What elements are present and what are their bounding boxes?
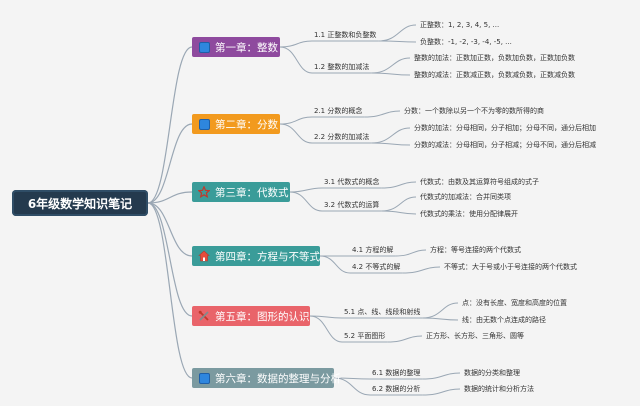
connector — [319, 255, 351, 274]
leaf-text[interactable]: 整数的加法：正数加正数，负数加负数，正数加负数 — [414, 54, 575, 62]
connector — [147, 202, 193, 257]
connector — [387, 335, 423, 343]
connector — [364, 110, 401, 118]
connector — [333, 377, 371, 396]
connector — [422, 388, 461, 396]
section-label[interactable]: 6.2 数据的分析 — [372, 385, 421, 393]
connector — [289, 187, 323, 193]
section-label[interactable]: 3.1 代数式的概念 — [324, 178, 380, 186]
leaf-text[interactable]: 数据的分类和整理 — [464, 369, 520, 377]
connector — [422, 317, 459, 321]
connector — [371, 57, 411, 74]
section-label[interactable]: 1.2 整数的加减法 — [314, 63, 370, 71]
section-label[interactable]: 6.1 数据的整理 — [372, 369, 421, 377]
leaf-text[interactable]: 方程：等号连接的两个代数式 — [430, 246, 521, 254]
blue-square-icon — [198, 372, 210, 384]
connector — [422, 372, 461, 380]
connector — [147, 123, 193, 204]
connector — [381, 181, 417, 189]
leaf-text[interactable]: 正方形、长方形、三角形、圆等 — [426, 332, 524, 340]
leaf-text[interactable]: 代数式的乘法：使用分配律展开 — [420, 210, 518, 218]
section-label[interactable]: 5.2 平面图形 — [344, 332, 386, 340]
chapter-label: 第二章：分数 — [215, 118, 278, 131]
chapter-node-4[interactable]: 第四章：方程与不等式 — [192, 246, 320, 266]
chapter-label: 第五章：图形的认识 — [215, 310, 310, 323]
leaf-text[interactable]: 线：由无数个点连成的路径 — [462, 316, 546, 324]
connector — [402, 266, 441, 274]
connector — [279, 123, 313, 144]
connector — [309, 315, 343, 343]
connector — [381, 196, 417, 212]
connector — [378, 24, 417, 42]
connector — [147, 202, 193, 317]
leaf-text[interactable]: 分数的减法：分母相同，分子相减；分母不同，通分后相减 — [414, 141, 596, 149]
connector — [422, 302, 459, 319]
leaf-text[interactable]: 分数的加法：分母相同，分子相加；分母不同，通分后相加 — [414, 124, 596, 132]
chapter-node-2[interactable]: 第二章：分数 — [192, 114, 280, 134]
chapter-label: 第三章：代数式 — [215, 186, 289, 199]
connector — [147, 46, 193, 204]
chapter-node-3[interactable]: 第三章：代数式 — [192, 182, 290, 202]
house-icon — [198, 250, 210, 262]
leaf-text[interactable]: 整数的减法：正数减正数，负数减负数，正数减负数 — [414, 71, 575, 79]
connector — [279, 116, 313, 125]
section-label[interactable]: 4.2 不等式的解 — [352, 263, 401, 271]
leaf-text[interactable]: 代数式的加减法：合并同类项 — [420, 193, 511, 201]
star-icon — [198, 186, 210, 198]
connector — [279, 40, 313, 48]
connector — [395, 249, 427, 257]
section-label[interactable]: 2.2 分数的加减法 — [314, 133, 370, 141]
chapter-label: 第一章：整数 — [215, 41, 278, 54]
section-label[interactable]: 1.1 正整数和负整数 — [314, 31, 377, 39]
section-label[interactable]: 2.1 分数的概念 — [314, 107, 363, 115]
leaf-text[interactable]: 代数式：由数及其运算符号组成的式子 — [420, 178, 539, 186]
connector — [381, 210, 417, 215]
leaf-text[interactable]: 点：没有长度、宽度和高度的位置 — [462, 299, 567, 307]
connector — [147, 202, 193, 379]
leaf-text[interactable]: 负整数：-1, -2, -3, -4, -5, ... — [420, 38, 512, 46]
section-label[interactable]: 3.2 代数式的运算 — [324, 201, 380, 209]
connector — [289, 191, 323, 212]
leaf-text[interactable]: 数据的统计和分析方法 — [464, 385, 534, 393]
connector — [371, 72, 411, 76]
section-label[interactable]: 5.1 点、线、线段和射线 — [344, 308, 421, 316]
root-node[interactable]: 6年级数学知识笔记 — [12, 190, 148, 216]
leaf-text[interactable]: 正整数：1, 2, 3, 4, 5, ... — [420, 21, 500, 29]
chapter-label: 第四章：方程与不等式 — [215, 250, 320, 263]
chapter-node-1[interactable]: 第一章：整数 — [192, 37, 280, 57]
blue-square-icon — [198, 118, 210, 130]
connector — [378, 40, 417, 43]
leaf-text[interactable]: 不等式：大于号或小于号连接的两个代数式 — [444, 263, 577, 271]
leaf-text[interactable]: 分数：一个数除以另一个不为零的数所得的商 — [404, 107, 544, 115]
connector — [371, 142, 411, 146]
connector — [147, 191, 193, 204]
chapter-label: 第六章：数据的整理与分析 — [215, 372, 341, 385]
section-label[interactable]: 4.1 方程的解 — [352, 246, 394, 254]
tools-icon — [198, 310, 210, 322]
connector — [279, 46, 313, 74]
chapter-node-5[interactable]: 第五章：图形的认识 — [192, 306, 310, 326]
connector — [371, 127, 411, 144]
chapter-node-6[interactable]: 第六章：数据的整理与分析 — [192, 368, 341, 388]
blue-square-icon — [198, 41, 210, 53]
